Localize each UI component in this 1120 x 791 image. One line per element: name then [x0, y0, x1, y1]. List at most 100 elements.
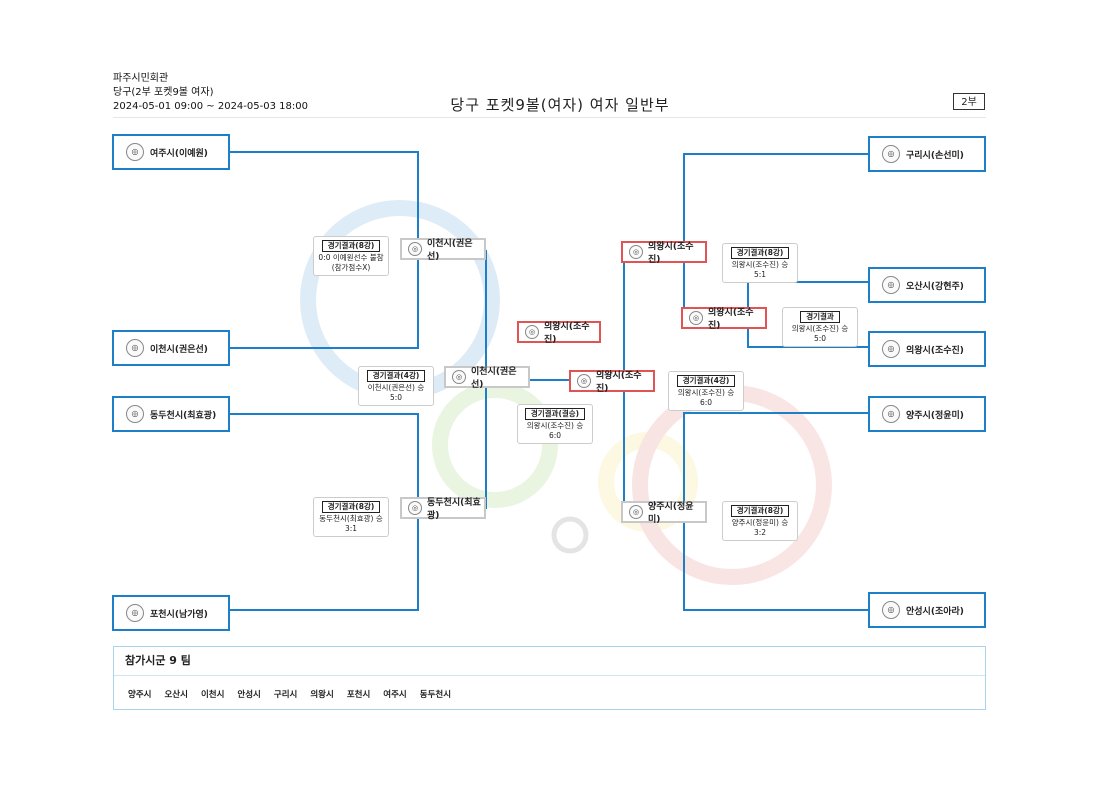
- team-right-3: ◎ 의왕시(조수진): [868, 331, 986, 367]
- result-line: 3:1: [344, 524, 358, 533]
- result-title: 경기결과(8강): [321, 501, 381, 513]
- result-line: (참가점수X): [331, 263, 371, 272]
- team-left-2: ◎ 이천시(권은선): [112, 330, 230, 366]
- result-box: 경기결과(4강) 의왕시(조수진) 승 6:0: [668, 371, 744, 411]
- participant-item: 여주시: [383, 690, 407, 700]
- team-right-4: ◎ 양주시(정윤미): [868, 396, 986, 432]
- team-label: 의왕시(조수진): [708, 308, 754, 331]
- result-line: 5:0: [813, 334, 827, 343]
- page-title: 당구 포켓9볼(여자) 여자 일반부: [450, 96, 670, 114]
- result-line: 양주시(정윤미) 승: [731, 518, 789, 527]
- city-emblem-icon: ◎: [126, 405, 144, 423]
- result-title: 경기결과(8강): [730, 247, 790, 259]
- right-round2-bottom: ◎ 양주시(정윤미): [621, 501, 707, 525]
- header-divider: [113, 117, 986, 118]
- result-line: 동두천시(최효광) 승: [319, 514, 383, 523]
- city-emblem-icon: ◎: [452, 370, 466, 384]
- result-box: 경기결과(4강) 이천시(권은선) 승 5:0: [358, 366, 434, 406]
- city-emblem-icon: ◎: [126, 339, 144, 357]
- right-round1-winner: ◎ 의왕시(조수진): [681, 307, 767, 331]
- result-title: 경기결과(8강): [730, 505, 790, 517]
- result-line: 의왕시(조수진) 승: [526, 421, 584, 430]
- participant-item: 양주시: [128, 690, 152, 700]
- result-title: 경기결과(4강): [676, 375, 736, 387]
- team-label: 의왕시(조수진): [648, 242, 694, 265]
- team-label: 양주시(정윤미): [648, 502, 694, 525]
- team-label: 포천시(남가영): [150, 609, 208, 620]
- watermark-logo: [300, 200, 832, 585]
- left-round2-top: ◎ 이천시(권은선): [400, 238, 486, 262]
- team-left-3: ◎ 동두천시(최효광): [112, 396, 230, 432]
- result-box-final: 경기결과(결승) 의왕시(조수진) 승 6:0: [517, 404, 593, 444]
- right-semifinal: ◎ 의왕시(조수진): [569, 370, 655, 394]
- city-emblem-icon: ◎: [577, 374, 591, 388]
- city-emblem-icon: ◎: [882, 601, 900, 619]
- result-title: 경기결과(4강): [366, 370, 426, 382]
- result-line: 이천시(권은선) 승: [367, 383, 425, 392]
- team-label: 동두천시(최효광): [427, 498, 481, 521]
- participants-list: 양주시 오산시 이천시 안성시 구리시 의왕시 포천시 여주시 동두천시: [114, 676, 985, 700]
- result-line: 의왕시(조수진) 승: [731, 260, 789, 269]
- city-emblem-icon: ◎: [882, 276, 900, 294]
- team-right-2: ◎ 오산시(강현주): [868, 267, 986, 303]
- result-title: 경기결과(결승): [524, 408, 586, 420]
- participant-item: 안성시: [237, 690, 261, 700]
- left-round2-bottom: ◎ 동두천시(최효광): [400, 497, 486, 521]
- participant-item: 구리시: [273, 690, 298, 700]
- result-title: 경기결과: [800, 311, 840, 323]
- result-line: 6:0: [548, 431, 562, 440]
- participants-panel: 참가시군 9 팀 양주시 오산시 이천시 안성시 구리시 의왕시 포천시 여주시…: [113, 646, 986, 710]
- participant-item: 의왕시: [310, 690, 334, 700]
- city-emblem-icon: ◎: [408, 501, 422, 515]
- city-emblem-icon: ◎: [525, 325, 539, 339]
- team-label: 안성시(조아라): [906, 606, 964, 617]
- result-box: 경기결과(8강) 의왕시(조수진) 승 5:1: [722, 243, 798, 283]
- team-label: 의왕시(조수진): [544, 322, 590, 345]
- result-title: 경기결과(8강): [321, 240, 381, 252]
- city-emblem-icon: ◎: [629, 245, 643, 259]
- participant-item: 포천시: [346, 690, 371, 700]
- team-left-1: ◎ 여주시(이예원): [112, 134, 230, 170]
- team-label: 이천시(권은선): [471, 367, 517, 390]
- result-box: 경기결과(8강) 0:0 이예원선수 불참 (참가점수X): [313, 236, 389, 276]
- team-label: 동두천시(최효광): [150, 410, 217, 421]
- right-round2-top: ◎ 의왕시(조수진): [621, 241, 707, 265]
- left-semifinal: ◎ 이천시(권은선): [444, 366, 530, 390]
- result-line: 의왕시(조수진) 승: [791, 324, 849, 333]
- team-label: 의왕시(조수진): [906, 345, 964, 356]
- team-label: 이천시(권은선): [150, 344, 208, 355]
- result-line: 6:0: [699, 398, 713, 407]
- participant-item: 오산시: [164, 690, 188, 700]
- team-label: 오산시(강현주): [906, 281, 964, 292]
- team-right-5: ◎ 안성시(조아라): [868, 592, 986, 628]
- team-label: 여주시(이예원): [150, 148, 208, 159]
- team-label: 구리시(손선미): [906, 150, 964, 161]
- participant-item: 동두천시: [419, 690, 452, 700]
- result-box: 경기결과 의왕시(조수진) 승 5:0: [782, 307, 858, 347]
- city-emblem-icon: ◎: [629, 505, 643, 519]
- city-emblem-icon: ◎: [408, 242, 422, 256]
- city-emblem-icon: ◎: [882, 405, 900, 423]
- team-right-1: ◎ 구리시(손선미): [868, 136, 986, 172]
- result-line: 0:0 이예원선수 불참: [318, 253, 384, 262]
- city-emblem-icon: ◎: [882, 145, 900, 163]
- result-box: 경기결과(8강) 동두천시(최효광) 승 3:1: [313, 497, 389, 537]
- result-line: 3:2: [753, 528, 767, 537]
- division-badge: 2부: [953, 93, 985, 110]
- city-emblem-icon: ◎: [126, 604, 144, 622]
- team-left-4: ◎ 포천시(남가영): [112, 595, 230, 631]
- city-emblem-icon: ◎: [689, 311, 703, 325]
- team-label: 이천시(권은선): [427, 239, 473, 262]
- champion-box: ◎ 의왕시(조수진): [517, 321, 601, 345]
- participants-heading: 참가시군 9 팀: [114, 647, 985, 676]
- result-line: 의왕시(조수진) 승: [677, 388, 735, 397]
- city-emblem-icon: ◎: [126, 143, 144, 161]
- venue-name: 파주시민회관: [113, 73, 169, 84]
- team-label: 양주시(정윤미): [906, 410, 964, 421]
- result-box: 경기결과(8강) 양주시(정윤미) 승 3:2: [722, 501, 798, 541]
- result-line: 5:1: [753, 270, 767, 279]
- city-emblem-icon: ◎: [882, 340, 900, 358]
- event-period: 2024-05-01 09:00 ~ 2024-05-03 18:00: [113, 101, 308, 112]
- event-name: 당구(2부 포켓9볼 여자): [113, 87, 214, 98]
- result-line: 5:0: [389, 393, 403, 402]
